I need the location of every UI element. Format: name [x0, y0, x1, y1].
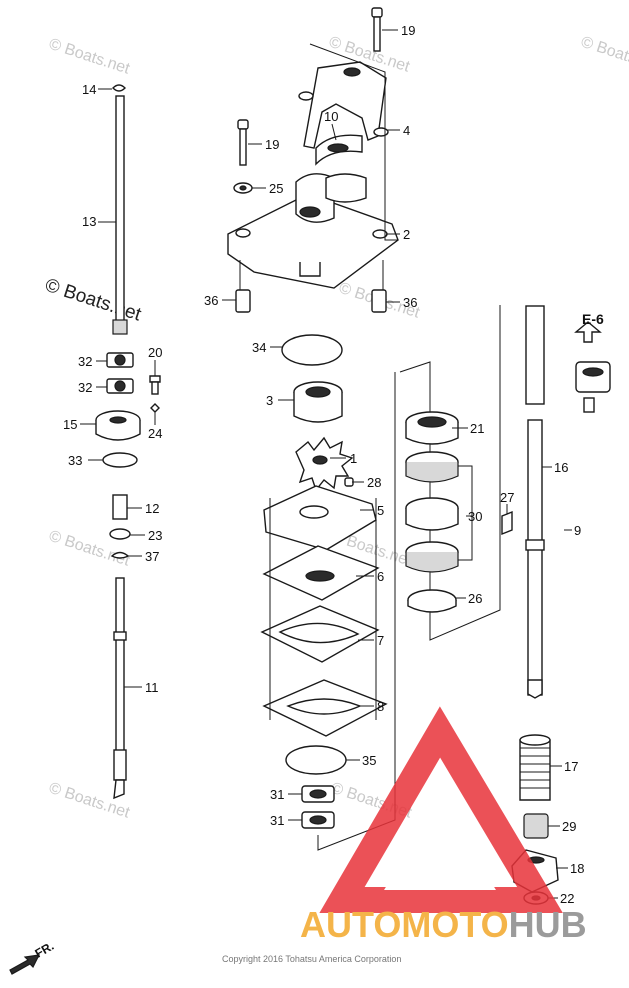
part-32-seal-upper: [106, 352, 134, 368]
callout-3: 3: [266, 393, 273, 408]
callout-20: 20: [148, 345, 162, 360]
part-8-gasket: [262, 679, 388, 737]
callout-31: 31: [270, 787, 284, 802]
part-14-clip: [112, 84, 126, 92]
callout-7: 7: [377, 633, 384, 648]
part-30-bearing-lower: [405, 541, 459, 573]
reference-label: E-6: [582, 311, 604, 327]
callout-27: 27: [500, 490, 514, 505]
part-11-lower-shift-rod: [113, 577, 127, 800]
part-2-pump-case: [227, 173, 399, 289]
watermark-text-dark: © Boats.net: [42, 275, 144, 326]
part-4-guide-bracket: [298, 61, 389, 149]
callout-15: 15: [63, 417, 77, 432]
automotohub-logo: AUTOMOTOHUB: [300, 706, 587, 945]
callout-36: 36: [204, 293, 218, 308]
watermark-text: © Boats.net: [579, 34, 629, 76]
callout-30: 30: [468, 509, 482, 524]
part-10-grommet: [315, 134, 363, 166]
part-19-bolt-mid: [237, 119, 249, 166]
callout-28: 28: [367, 475, 381, 490]
part-35-o-ring: [285, 745, 347, 775]
part-3-liner: [293, 381, 343, 423]
callout-35: 35: [362, 753, 376, 768]
callout-4: 4: [403, 123, 410, 138]
callout-32: 32: [78, 354, 92, 369]
callout-24: 24: [148, 426, 162, 441]
part-13-upper-shift-rod: [112, 95, 128, 335]
callout-36: 36: [403, 295, 417, 310]
part-24-washer: [150, 403, 160, 413]
part-1-impeller: [295, 436, 354, 492]
part-30-bearing-upper: [405, 451, 459, 483]
callout-numbers: 14 13 32 32 20 24 15 33 12 23 37 11 19 1…: [63, 23, 584, 906]
part-28-key: [344, 477, 354, 487]
callout-22: 22: [560, 891, 574, 906]
callout-21: 21: [470, 421, 484, 436]
copyright-text: Copyright 2016 Tohatsu America Corporati…: [222, 954, 401, 964]
callout-26: 26: [468, 591, 482, 606]
callout-17: 17: [564, 759, 578, 774]
callout-11: 11: [145, 680, 159, 695]
part-33-o-ring: [102, 452, 138, 468]
logo-text: AUTOMOTOHUB: [300, 904, 587, 945]
part-12-spring: [112, 494, 128, 520]
part-34-o-ring: [281, 334, 343, 366]
part-7-gasket-lower: [260, 605, 380, 663]
callout-16: 16: [554, 460, 568, 475]
callout-9: 9: [574, 523, 581, 538]
part-5-gasket-upper: [263, 485, 377, 551]
leader-lines: [80, 29, 572, 899]
callout-29: 29: [562, 819, 576, 834]
callout-19: 19: [265, 137, 279, 152]
part-9-water-tube: [558, 397, 595, 665]
front-direction-arrow: FR.: [9, 939, 56, 975]
part-23-washer: [109, 528, 131, 540]
part-36-dowel-right: [371, 289, 387, 313]
logo-triangle-inner: [384, 800, 496, 890]
logo-text-hub: HUB: [509, 904, 587, 945]
part-36-dowel-left: [235, 289, 251, 313]
part-19-bolt-top: [371, 7, 383, 52]
part-16-drive-shaft: [525, 305, 545, 699]
part-15-shift-housing: [95, 410, 141, 441]
callout-37: 37: [145, 549, 159, 564]
callout-6: 6: [377, 569, 384, 584]
part-31-seal-upper: [301, 785, 335, 803]
part-6-plate: [262, 545, 380, 601]
part-20-bolt: [149, 375, 161, 395]
callout-5: 5: [377, 503, 384, 518]
callout-32: 32: [78, 380, 92, 395]
callout-19: 19: [401, 23, 415, 38]
part-21-bearing-housing: [405, 411, 459, 445]
part-25-washer: [233, 182, 253, 194]
callout-14: 14: [82, 82, 96, 97]
callout-8: 8: [377, 699, 384, 714]
watermark-text: © Boats.net: [47, 36, 133, 78]
callout-18: 18: [570, 861, 584, 876]
callout-31: 31: [270, 813, 284, 828]
callout-23: 23: [148, 528, 162, 543]
alignment-lines: [239, 43, 501, 851]
part-30-bearing-mid: [405, 497, 459, 531]
callout-1: 1: [350, 451, 357, 466]
callout-13: 13: [82, 214, 96, 229]
part-17-bellows: [519, 734, 551, 801]
ref-e6-parts: E-6: [574, 311, 611, 393]
callout-33: 33: [68, 453, 82, 468]
callout-34: 34: [252, 340, 266, 355]
callout-10: 10: [324, 109, 338, 124]
part-32-seal-lower: [106, 378, 134, 394]
part-27-clip: [501, 510, 513, 536]
part-26-ring: [407, 589, 457, 613]
part-29-bearing: [523, 813, 549, 839]
callout-25: 25: [269, 181, 283, 196]
callout-12: 12: [145, 501, 159, 516]
part-31-seal-lower: [301, 811, 335, 829]
logo-text-auto: AUTOMOTO: [300, 904, 509, 945]
callout-2: 2: [403, 227, 410, 242]
logo-triangle: [319, 706, 563, 913]
